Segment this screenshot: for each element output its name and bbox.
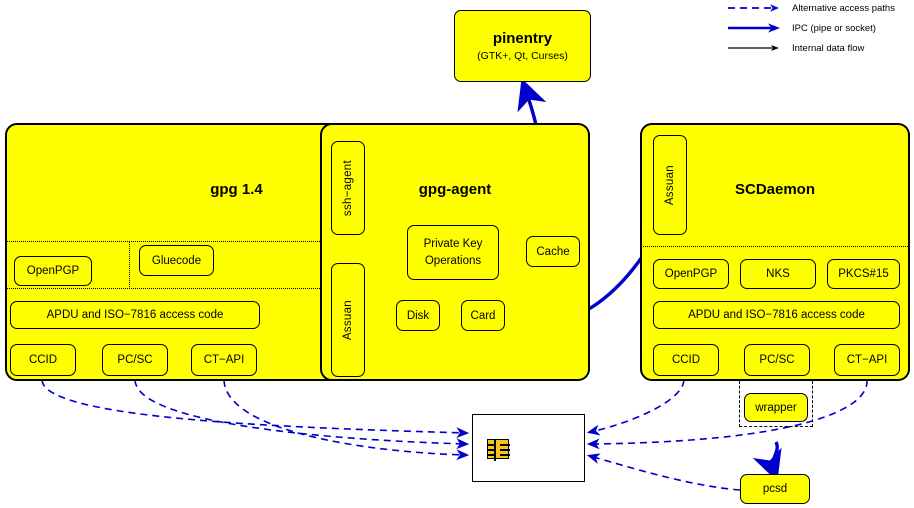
altpath-pcsd-to-card bbox=[586, 453, 741, 491]
gpg14-dotted-region-right bbox=[129, 241, 468, 289]
gpg14-openpgp-box[interactable]: OpenPGP bbox=[14, 256, 92, 286]
wrapper-dashed-region bbox=[739, 381, 813, 427]
legend: Alternative access paths IPC (pipe or so… bbox=[726, 2, 914, 54]
agent-card-box[interactable]: Card bbox=[461, 300, 505, 331]
panel-scdaemon-title: SCDaemon bbox=[734, 181, 816, 198]
gpg14-ccid-box[interactable]: CCID bbox=[10, 344, 76, 376]
agent-ssh-agent-label: ssh−agent bbox=[342, 159, 354, 217]
agent-assuan-box[interactable]: Assuan bbox=[331, 263, 365, 377]
agent-ssh-agent-box[interactable]: ssh−agent bbox=[331, 141, 365, 235]
smartcard-chip-icon bbox=[487, 439, 510, 461]
legend-label-0: Alternative access paths bbox=[792, 2, 895, 14]
scd-nks-box[interactable]: NKS bbox=[740, 259, 816, 289]
altpath-scd-ctapi-to-card bbox=[586, 379, 868, 450]
legend-label-1: IPC (pipe or socket) bbox=[792, 22, 876, 34]
pinentry-title: pinentry bbox=[492, 29, 553, 47]
agent-cache-box[interactable]: Cache bbox=[526, 236, 580, 267]
agent-private-key-operations-box[interactable]: Private Key Operations bbox=[407, 225, 499, 280]
agent-assuan-label: Assuan bbox=[342, 299, 354, 341]
gpg14-dotted-region-left bbox=[5, 241, 130, 289]
gpg14-ctapi-box[interactable]: CT−API bbox=[191, 344, 257, 376]
agent-disk-box[interactable]: Disk bbox=[396, 300, 440, 331]
scd-pcsc-box[interactable]: PC/SC bbox=[744, 344, 810, 376]
scd-assuan-box[interactable]: Assuan bbox=[653, 135, 687, 235]
legend-item-2: Internal data flow bbox=[726, 42, 864, 54]
panel-gpg14-title: gpg 1.4 bbox=[210, 181, 263, 198]
altpath-gpg-ctapi-to-card bbox=[223, 379, 470, 461]
solid-black-arrow-icon bbox=[728, 45, 779, 51]
gpg14-apdu-box[interactable]: APDU and ISO−7816 access code bbox=[10, 301, 260, 329]
scd-apdu-box[interactable]: APDU and ISO−7816 access code bbox=[653, 301, 900, 329]
panel-gpg-agent-title: gpg-agent bbox=[418, 181, 492, 198]
legend-label-2: Internal data flow bbox=[792, 42, 865, 54]
scd-ccid-box[interactable]: CCID bbox=[653, 344, 719, 376]
wrapper-box[interactable]: wrapper bbox=[744, 393, 808, 422]
pinentry-subtitle: (GTK+, Qt, Curses) bbox=[477, 50, 568, 63]
dashed-arrow-icon bbox=[728, 4, 779, 12]
gpg14-gluecode-box[interactable]: Gluecode bbox=[139, 245, 214, 276]
scd-ctapi-box[interactable]: CT−API bbox=[834, 344, 900, 376]
scd-openpgp-box[interactable]: OpenPGP bbox=[653, 259, 729, 289]
smartcard[interactable] bbox=[472, 414, 585, 482]
solid-blue-arrow-icon bbox=[728, 23, 780, 33]
altpath-scd-ccid-to-card bbox=[586, 379, 685, 436]
scd-assuan-label: Assuan bbox=[664, 164, 676, 206]
ipc-wrapper-to-pcsd bbox=[752, 441, 782, 482]
altpath-gpg-pcsc-to-card bbox=[134, 379, 470, 450]
pcsd-box[interactable]: pcsd bbox=[740, 474, 810, 504]
pko-line-1: Private Key bbox=[423, 237, 483, 250]
legend-item-1: IPC (pipe or socket) bbox=[726, 22, 876, 34]
pko-line-2: Operations bbox=[424, 254, 482, 267]
pinentry-box[interactable]: pinentry (GTK+, Qt, Curses) bbox=[454, 10, 591, 82]
gpg14-pcsc-box[interactable]: PC/SC bbox=[102, 344, 168, 376]
altpath-gpg-ccid-to-card bbox=[41, 379, 470, 439]
scd-pkcs15-box[interactable]: PKCS#15 bbox=[827, 259, 900, 289]
scdaemon-dotted-divider bbox=[640, 246, 910, 247]
legend-item-0: Alternative access paths bbox=[726, 2, 895, 14]
